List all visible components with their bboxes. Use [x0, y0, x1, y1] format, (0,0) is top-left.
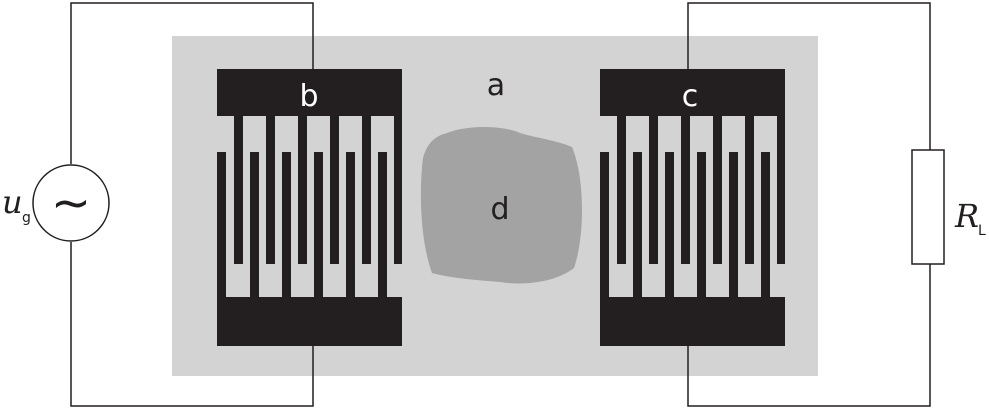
circuit-wires [70, 2, 931, 407]
load-subscript: L [978, 223, 986, 239]
input-transducer-label: b [299, 79, 318, 114]
output-transducer-label: c [682, 79, 699, 114]
input-transducer-top-bus [217, 69, 402, 116]
load-label: R [954, 197, 979, 235]
source-label: u [2, 183, 23, 221]
substrate-label: a [487, 68, 505, 103]
load-bottom-wire [687, 264, 931, 407]
sample-label: d [490, 192, 509, 227]
voltage-source-symbol [32, 164, 110, 242]
load-resistor-symbol [911, 149, 945, 265]
output-transducer-fingers [600, 116, 785, 297]
output-transducer-top-bus [600, 69, 785, 116]
input-transducer-bottom-bus [217, 297, 402, 346]
output-transducer [600, 69, 785, 346]
source-tilde-icon: ~ [51, 175, 91, 231]
sample-blob [420, 126, 583, 284]
source-bottom-wire [70, 242, 314, 407]
source-subscript: g [22, 210, 31, 226]
output-transducer-bottom-bus [600, 297, 785, 346]
source-top-wire [70, 2, 314, 164]
input-transducer [217, 69, 402, 346]
input-transducer-fingers [217, 116, 402, 297]
load-top-wire [687, 2, 931, 150]
